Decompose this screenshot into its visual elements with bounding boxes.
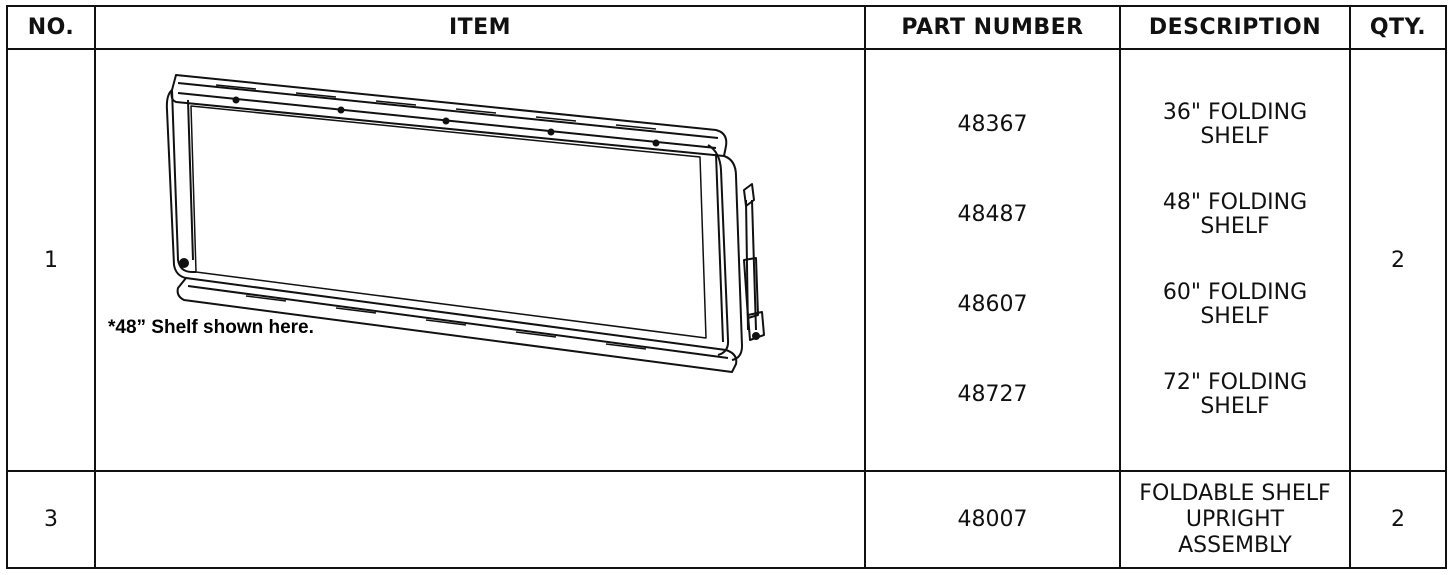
- parts-table-sheet: NO. ITEM PART NUMBER DESCRIPTION QTY. 1: [6, 5, 1447, 569]
- header-item: ITEM: [94, 5, 866, 50]
- description-entry: 60" FOLDING SHELF: [1121, 260, 1349, 350]
- row-number: 3: [6, 470, 96, 569]
- table-row: 3 48007 FOLDABLE SHELF UPRIGHT ASSEMBLY …: [6, 470, 1447, 569]
- description-line: FOLDABLE SHELF: [1139, 480, 1331, 506]
- item-cell: *48” Shelf shown here.: [94, 48, 866, 472]
- item-illustration-wrap: *48” Shelf shown here.: [96, 50, 864, 470]
- description-line: 60" FOLDING: [1162, 280, 1308, 305]
- description-entry: 36" FOLDING SHELF: [1121, 80, 1349, 170]
- folding-shelf-illustration: [165, 74, 765, 373]
- description-entry: FOLDABLE SHELF UPRIGHT ASSEMBLY: [1121, 481, 1349, 559]
- description-line: 72" FOLDING: [1162, 370, 1308, 395]
- part-number: 48487: [957, 202, 1028, 227]
- description-line: ASSEMBLY: [1178, 532, 1292, 558]
- description-cell: FOLDABLE SHELF UPRIGHT ASSEMBLY: [1119, 470, 1351, 569]
- item-caption: *48” Shelf shown here.: [108, 317, 314, 338]
- description-cell: 36" FOLDING SHELF 48" FOLDING SHELF 60" …: [1119, 48, 1351, 472]
- bill-of-materials-table: NO. ITEM PART NUMBER DESCRIPTION QTY. 1: [6, 5, 1447, 569]
- header-description: DESCRIPTION: [1119, 5, 1351, 50]
- quantity-cell: 2: [1349, 470, 1447, 569]
- description-line: SHELF: [1200, 394, 1270, 419]
- header-part-number: PART NUMBER: [864, 5, 1121, 50]
- part-number-cell: 48367 48487 48607 48727: [864, 48, 1121, 472]
- header-row: NO. ITEM PART NUMBER DESCRIPTION QTY.: [6, 5, 1447, 50]
- item-cell: [94, 470, 866, 569]
- part-number: 48607: [957, 292, 1028, 317]
- row-number: 1: [6, 48, 96, 472]
- description-entry: 72" FOLDING SHELF: [1121, 350, 1349, 440]
- part-number-list: 48367 48487 48607 48727: [866, 50, 1119, 470]
- part-number: 48727: [957, 382, 1028, 407]
- description-line: SHELF: [1200, 304, 1270, 329]
- part-number: 48007: [864, 470, 1121, 569]
- quantity-cell: 2: [1349, 48, 1447, 472]
- description-line: SHELF: [1200, 124, 1270, 149]
- header-qty: QTY.: [1349, 5, 1447, 50]
- table-row: 1: [6, 48, 1447, 472]
- part-number: 48367: [957, 112, 1028, 137]
- description-line: 36" FOLDING: [1162, 100, 1308, 125]
- description-list: 36" FOLDING SHELF 48" FOLDING SHELF 60" …: [1121, 50, 1349, 470]
- description-entry: 48" FOLDING SHELF: [1121, 170, 1349, 260]
- description-line: 48" FOLDING: [1162, 190, 1308, 215]
- header-no: NO.: [6, 5, 96, 50]
- description-line: SHELF: [1200, 214, 1270, 239]
- description-line: UPRIGHT: [1185, 506, 1285, 532]
